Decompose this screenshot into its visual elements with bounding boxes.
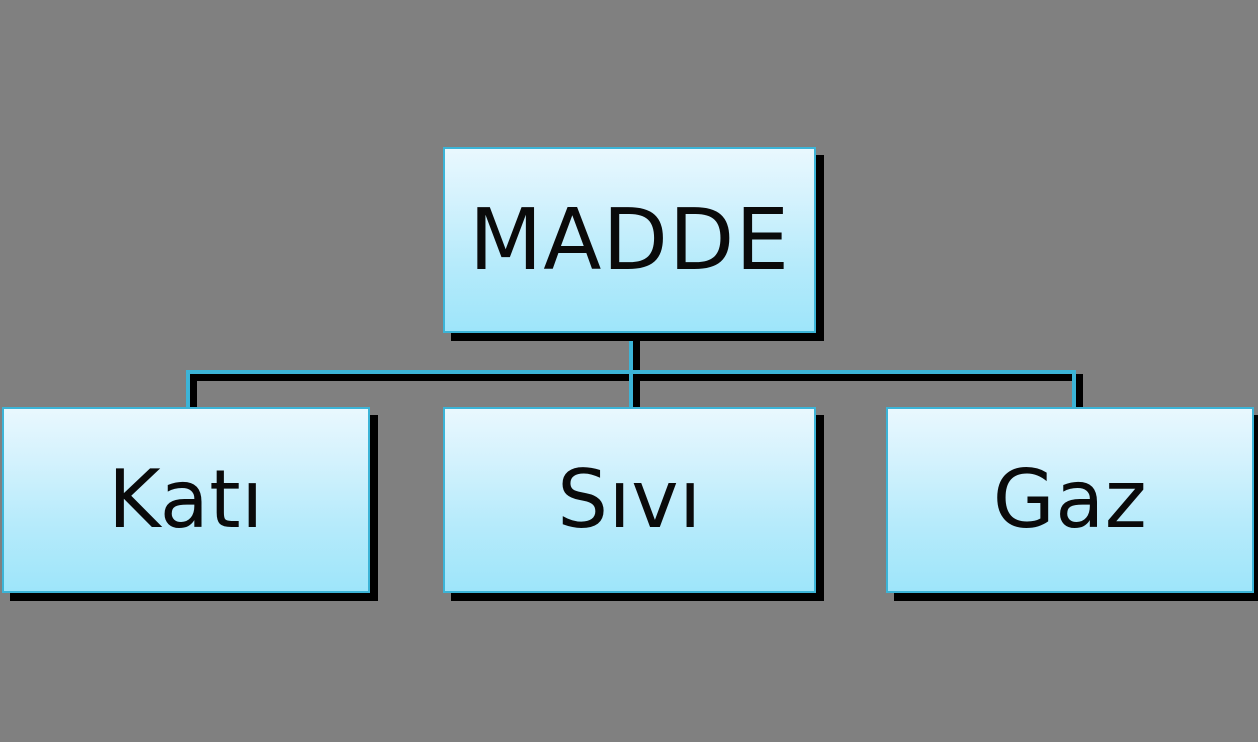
node-madde-label: MADDE [468, 190, 791, 290]
connector-right-drop [1072, 370, 1076, 407]
node-sivi-label: Sıvı [557, 453, 702, 546]
node-madde[interactable]: MADDE [443, 147, 816, 333]
connector-left-drop [186, 370, 190, 407]
connector-left-drop-shadow [190, 374, 197, 411]
node-kati-label: Katı [108, 453, 264, 546]
node-sivi[interactable]: Sıvı [443, 407, 816, 593]
connector-right-drop-shadow [1076, 374, 1083, 411]
connector-center-drop [629, 370, 633, 407]
node-gaz[interactable]: Gaz [886, 407, 1254, 593]
connector-center-drop-shadow [633, 374, 640, 411]
connector-root-stem-shadow [633, 333, 640, 378]
connector-root-stem [629, 330, 633, 375]
node-gaz-label: Gaz [992, 453, 1148, 546]
node-kati[interactable]: Katı [2, 407, 370, 593]
